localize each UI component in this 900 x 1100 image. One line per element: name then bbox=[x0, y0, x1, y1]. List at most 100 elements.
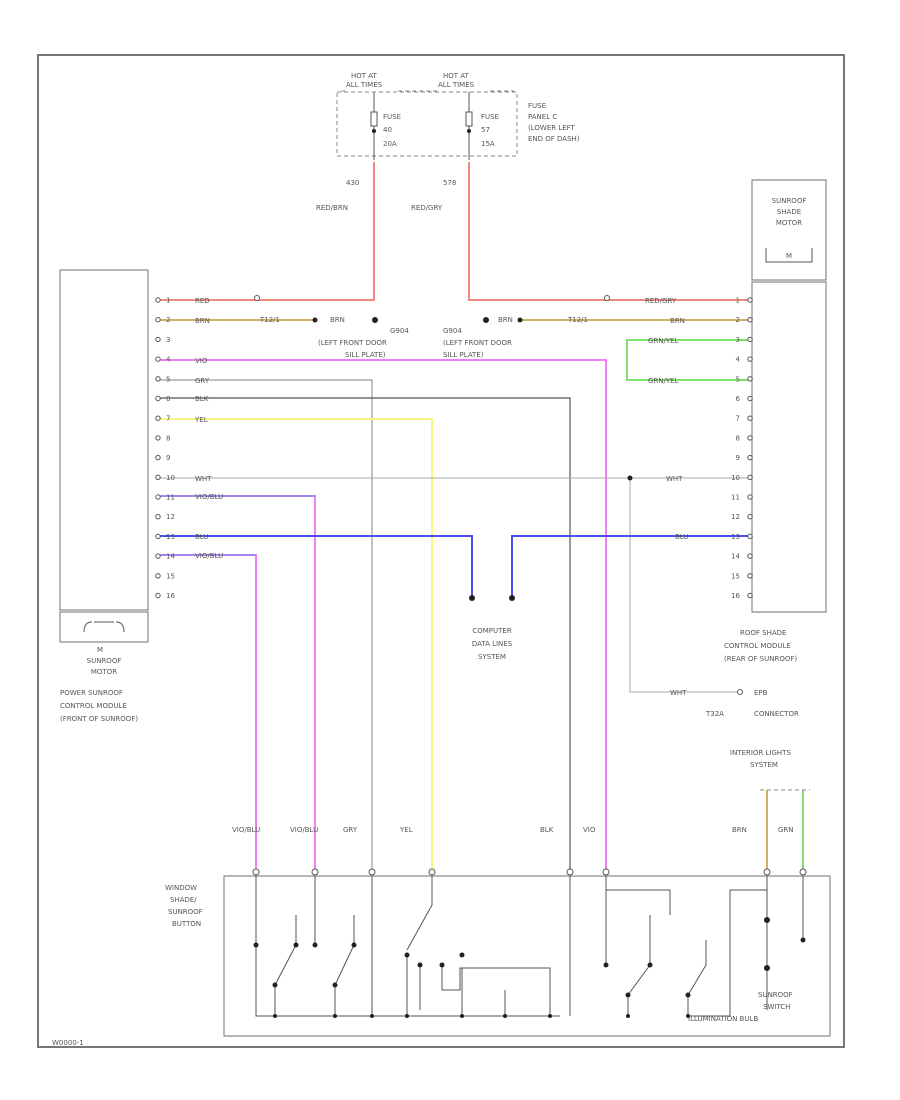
svg-text:MOTOR: MOTOR bbox=[776, 219, 802, 227]
svg-text:SWITCH: SWITCH bbox=[763, 1003, 790, 1011]
wire-vio-blu-2 bbox=[158, 554, 257, 870]
wire-gry bbox=[158, 379, 373, 870]
svg-text:WINDOW: WINDOW bbox=[165, 884, 197, 892]
svg-text:VIO/BLU: VIO/BLU bbox=[195, 552, 223, 560]
right-module-pin-number-2: 2 bbox=[736, 316, 740, 324]
ground-right-splice bbox=[517, 317, 523, 323]
left-module-pin-13 bbox=[155, 533, 161, 540]
svg-text:SUNROOF: SUNROOF bbox=[168, 908, 203, 916]
svg-text:GRY: GRY bbox=[343, 826, 358, 834]
svg-text:(FRONT OF SUNROOF): (FRONT OF SUNROOF) bbox=[60, 715, 138, 723]
svg-text:G904: G904 bbox=[443, 327, 462, 335]
ground-right-connector: T12/1 bbox=[567, 316, 588, 324]
wire-yel bbox=[158, 418, 433, 870]
switch-left-caption: WINDOW SHADE/ SUNROOF BUTTON bbox=[165, 884, 203, 928]
right-module-pin-9 bbox=[747, 454, 753, 461]
svg-text:WHT: WHT bbox=[666, 475, 683, 483]
svg-text:(LOWER LEFT: (LOWER LEFT bbox=[528, 124, 576, 132]
diagram-frame bbox=[37, 54, 845, 1048]
left-module-pin-7 bbox=[155, 415, 161, 421]
right-module-pin-6 bbox=[747, 395, 753, 402]
left-module-pin-number-1: 1 bbox=[166, 297, 170, 305]
fuse-right-hot-when: ALL TIMES bbox=[438, 81, 475, 89]
fuse-left-number: 40 bbox=[383, 126, 392, 134]
svg-text:VIO/BLU: VIO/BLU bbox=[232, 826, 260, 834]
sunroof-motor-label: SUNROOF MOTOR bbox=[87, 657, 122, 676]
roof-shade-caption: ROOF SHADE CONTROL MODULE (REAR OF SUNRO… bbox=[724, 629, 797, 663]
svg-text:SUNROOF: SUNROOF bbox=[758, 991, 793, 999]
epb-wire-label: WHT bbox=[670, 689, 687, 697]
right-module-pin-1 bbox=[747, 297, 753, 303]
fuse-left-label: FUSE bbox=[383, 113, 401, 121]
fuse-right-wire-color: RED/GRY bbox=[411, 204, 443, 212]
right-module-pin-number-3: 3 bbox=[736, 336, 740, 344]
svg-text:BLU: BLU bbox=[195, 533, 208, 541]
sunroof-motor-symbol: M bbox=[97, 646, 103, 654]
right-module-pin-number-1: 1 bbox=[736, 297, 740, 305]
right-module-pin-number-12: 12 bbox=[731, 513, 740, 521]
wire-wht-epb bbox=[629, 478, 738, 693]
fuse-panel-box bbox=[336, 91, 518, 157]
svg-text:SHADE: SHADE bbox=[777, 208, 801, 216]
switch-contacts bbox=[255, 876, 804, 1017]
svg-text:G904: G904 bbox=[390, 327, 409, 335]
svg-text:GRN/YEL: GRN/YEL bbox=[648, 377, 679, 385]
wht-splice bbox=[627, 475, 633, 481]
svg-text:RED: RED bbox=[195, 297, 210, 305]
fuse-right-symbol bbox=[465, 92, 473, 160]
right-module-pin-number-8: 8 bbox=[736, 434, 740, 442]
data-line-right-dot bbox=[509, 595, 515, 601]
ground-right-label: G904 (LEFT FRONT DOOR SILL PLATE) bbox=[443, 327, 512, 359]
fuse-left-circuit: 430 bbox=[346, 179, 359, 187]
svg-text:BRN: BRN bbox=[670, 317, 685, 325]
left-module-pin-1 bbox=[155, 297, 161, 303]
left-module-pin-number-10: 10 bbox=[166, 474, 175, 482]
left-module-pin-number-7: 7 bbox=[166, 415, 170, 423]
wire-red-brn bbox=[158, 162, 375, 301]
svg-text:MOTOR: MOTOR bbox=[91, 668, 117, 676]
wire-blu-right bbox=[511, 535, 750, 598]
left-module-pin-number-13: 13 bbox=[166, 533, 175, 541]
left-module-pin-11 bbox=[155, 494, 161, 500]
wire-grn-yel-loop bbox=[626, 339, 750, 381]
left-module-pin-10 bbox=[155, 474, 161, 480]
svg-text:PANEL C: PANEL C bbox=[528, 113, 557, 121]
right-module-pin-number-9: 9 bbox=[736, 454, 740, 462]
svg-text:EPB: EPB bbox=[754, 689, 768, 697]
switch-terminals bbox=[252, 868, 807, 876]
right-module-pin-number-10: 10 bbox=[731, 474, 740, 482]
svg-text:COMPUTER: COMPUTER bbox=[472, 627, 511, 635]
left-module-pin-12 bbox=[155, 514, 161, 520]
right-module-pin-12 bbox=[747, 514, 753, 520]
right-module-pin-number-4: 4 bbox=[736, 356, 741, 364]
left-module-pin-number-16: 16 bbox=[166, 592, 175, 600]
shade-motor-icon bbox=[765, 248, 813, 263]
right-module-pin-11 bbox=[747, 494, 753, 500]
svg-text:SYSTEM: SYSTEM bbox=[478, 653, 506, 661]
left-module-pin-number-11: 11 bbox=[166, 494, 175, 502]
diagram-id: W0000-1 bbox=[52, 1039, 84, 1047]
left-module-pin-number-5: 5 bbox=[166, 375, 170, 383]
ground-left-label: G904 (LEFT FRONT DOOR SILL PLATE) bbox=[318, 327, 409, 359]
svg-text:SILL PLATE): SILL PLATE) bbox=[443, 351, 484, 359]
switch-contact-dots bbox=[253, 917, 806, 1018]
fuse-left-symbol bbox=[370, 92, 378, 160]
right-module-pin-number-15: 15 bbox=[731, 572, 740, 580]
wire-vio bbox=[158, 359, 607, 870]
sunroof-shade-motor-box bbox=[751, 179, 827, 281]
fuse-right-circuit: 578 bbox=[443, 179, 456, 187]
right-module-pin-number-14: 14 bbox=[731, 553, 740, 561]
svg-text:SYSTEM: SYSTEM bbox=[750, 761, 778, 769]
ground-left-point bbox=[372, 317, 378, 323]
left-module-pin-number-9: 9 bbox=[166, 454, 170, 462]
svg-text:RED/GRY: RED/GRY bbox=[645, 297, 677, 305]
svg-text:YEL: YEL bbox=[399, 826, 413, 834]
ground-right-point bbox=[483, 317, 489, 323]
epb-connector-pin bbox=[737, 689, 743, 695]
fuse-right-amps: 15A bbox=[481, 140, 495, 148]
left-module-pin-number-8: 8 bbox=[166, 434, 170, 442]
wire-blk bbox=[158, 397, 571, 870]
left-module-pin-number-15: 15 bbox=[166, 572, 175, 580]
